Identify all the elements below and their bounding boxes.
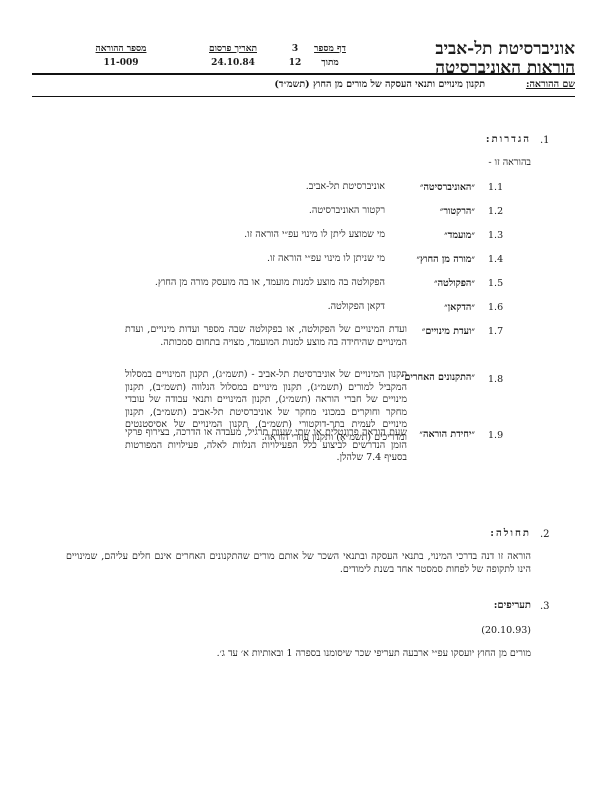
definition-number: 1.5 bbox=[488, 278, 504, 289]
definition-term: ״ועדת מינויים״ bbox=[421, 326, 475, 337]
definition-text: מי שמוצע ליתן לו מינוי עפ״י הוראה זו. bbox=[244, 229, 385, 240]
publish-date-cell: תאריך פרסום 24.10.84 bbox=[188, 42, 278, 70]
definition-term: ״האוניברסיטה״ bbox=[419, 182, 475, 193]
publish-date-label: תאריך פרסום bbox=[209, 44, 257, 54]
section-3-date: (20.10.93) bbox=[481, 625, 531, 636]
definition-text: ועדת המינויים של הפקולטה, או בפקולטה שבה… bbox=[125, 324, 407, 348]
title-label: שם ההוראה: bbox=[525, 79, 575, 90]
section-2-number: .2 bbox=[540, 529, 550, 540]
definition-number: 1.8 bbox=[488, 374, 504, 385]
definition-number: 1.7 bbox=[488, 326, 504, 337]
instruction-title: תקנון מינויים ותנאי העסקה של מורים מן הח… bbox=[274, 79, 485, 90]
section-3-number: .3 bbox=[540, 601, 550, 612]
definition-text: דקאן הפקולטה. bbox=[327, 301, 385, 312]
section-1-number: .1 bbox=[540, 135, 550, 146]
of-label: מתוך bbox=[321, 58, 339, 68]
section-3-text: מורים מן החוץ יועסקו עפ״י ארבעה תעריפי ש… bbox=[216, 648, 531, 659]
instruction-number-label: מספר ההוראה bbox=[95, 44, 147, 54]
header-rule bbox=[32, 73, 575, 75]
definition-number: 1.4 bbox=[488, 254, 504, 265]
definition-text: שעת הוראה פרונטלית או שתי שעות תרגיל, מע… bbox=[125, 427, 407, 463]
definition-term: ״מועמד״ bbox=[444, 230, 475, 241]
section-3-heading: תעריפים: bbox=[493, 600, 531, 611]
section-1-heading: הגדרות: bbox=[485, 134, 531, 145]
definition-term: ״הרקטור״ bbox=[439, 206, 475, 217]
publish-date: 24.10.84 bbox=[211, 58, 255, 68]
definition-number: 1.3 bbox=[488, 230, 504, 241]
definition-number: 1.6 bbox=[488, 302, 504, 313]
page-number-cell: 3 12 bbox=[285, 42, 305, 70]
definition-term: ״מורה מן החוץ״ bbox=[416, 254, 475, 265]
university-line-1: אוניברסיטת תל-אביב bbox=[435, 39, 575, 59]
definition-number: 1.9 bbox=[488, 430, 504, 441]
definition-text: אוניברסיטת תל-אביב. bbox=[305, 181, 385, 192]
section-2-text: הוראה זו דנה בדרכי המינוי, בתנאי העסקה ו… bbox=[66, 551, 531, 575]
definition-text: תקנון המינויים של אוניברסיטת תל-אביב - (… bbox=[125, 369, 407, 443]
definition-term: ״הדקאן״ bbox=[444, 302, 475, 313]
definition-term: ״הפקולטה״ bbox=[433, 278, 475, 289]
of-total: 12 bbox=[288, 58, 302, 68]
title-rule bbox=[32, 96, 575, 97]
definition-term: ״התקנונים האחרים״ bbox=[400, 372, 475, 383]
section-1-intro: בהוראה זו - bbox=[488, 157, 531, 168]
definition-number: 1.2 bbox=[488, 206, 504, 217]
instruction-number-cell: מספר ההוראה 11-009 bbox=[76, 42, 166, 70]
page-number: 3 bbox=[291, 44, 299, 54]
page-label: דף מספר bbox=[314, 44, 346, 54]
definition-number: 1.1 bbox=[488, 182, 504, 193]
page-label-cell: דף מספר מתוך bbox=[290, 42, 370, 70]
section-2-heading: תחולה: bbox=[490, 528, 531, 539]
university-name: אוניברסיטת תל-אביב הוראות האוניברסיטה bbox=[385, 40, 575, 78]
definition-text: הפקולטה בה מוצע למנות מועמד, או בה מועסק… bbox=[154, 277, 385, 288]
definition-term: ״יחידת הוראה״ bbox=[419, 429, 475, 440]
university-line-2: הוראות האוניברסיטה bbox=[435, 58, 575, 78]
instruction-number: 11-009 bbox=[103, 58, 139, 68]
definition-text: מי שניתן לו מינוי עפ״י הוראה זו. bbox=[266, 253, 385, 264]
definition-text: רקטור האוניברסיטה. bbox=[308, 205, 385, 216]
